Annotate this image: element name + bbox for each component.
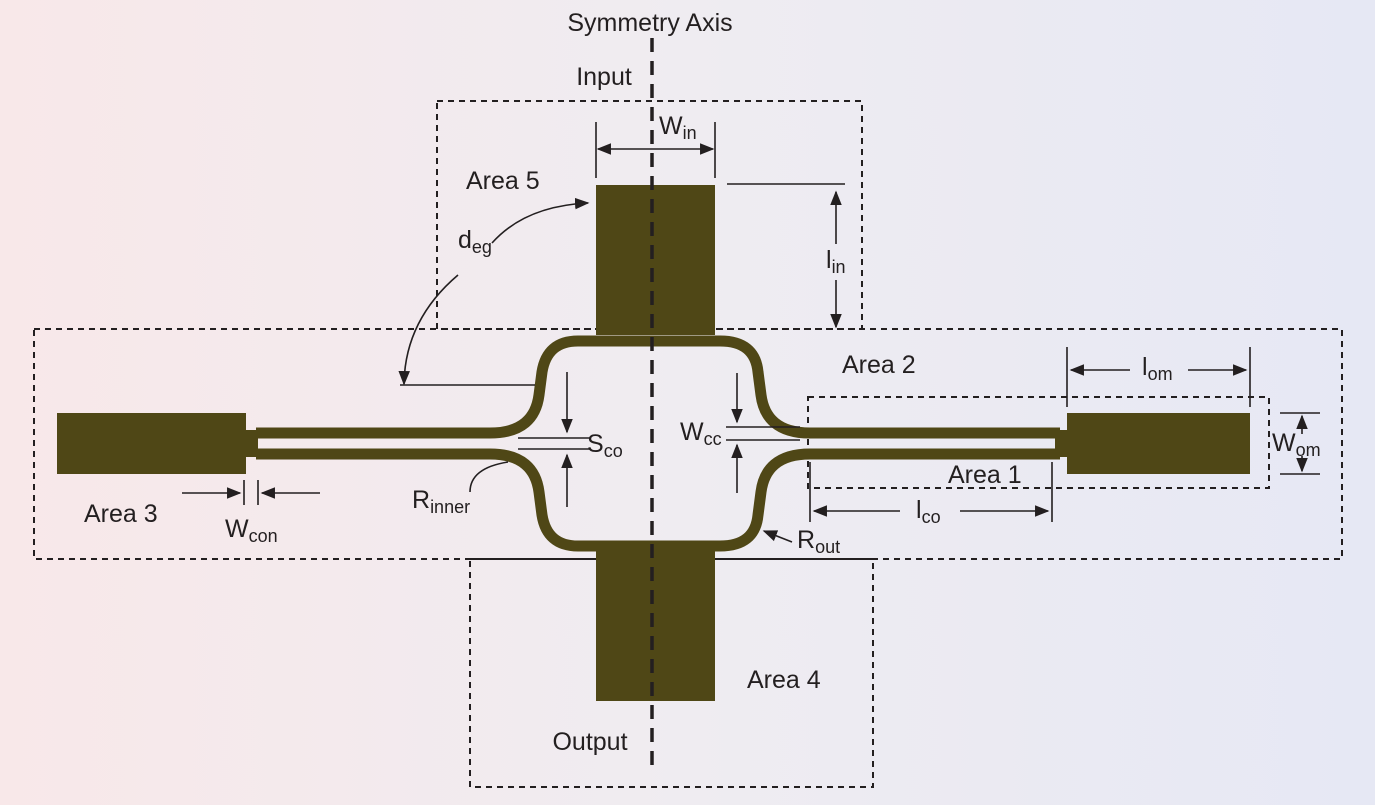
left-pad: [57, 413, 246, 474]
symmetry-axis-label: Symmetry Axis: [567, 9, 732, 37]
left-connector: [244, 430, 258, 457]
lower-waveguide: [256, 448, 1060, 552]
input-label: Input: [576, 63, 632, 91]
right-pad: [1067, 413, 1250, 474]
area4-label: Area 4: [747, 666, 821, 694]
input-pad: [596, 185, 715, 335]
l-co-label: lco: [916, 496, 941, 527]
upper-waveguide: [256, 335, 1060, 439]
area5-box: [436, 100, 863, 330]
s-co-label: Sco: [587, 430, 623, 461]
d-eg-label: deg: [458, 226, 492, 257]
output-pad: [596, 550, 715, 701]
output-label: Output: [552, 728, 627, 756]
r-inner-label: Rinner: [412, 486, 470, 517]
r-out-label: Rout: [797, 526, 840, 557]
w-cc-label: Wcc: [680, 418, 722, 449]
area3-label: Area 3: [84, 500, 158, 528]
w-con-label: Wcon: [225, 515, 278, 546]
area1-box: [807, 396, 1270, 489]
r-out-arrow: [762, 530, 793, 543]
l-om-label: lom: [1142, 353, 1173, 384]
area5-label: Area 5: [466, 167, 540, 195]
w-in-label: Win: [659, 112, 697, 143]
l-in-label: lin: [826, 246, 846, 277]
d-eg-arc-to-pad: [491, 197, 590, 244]
area1-label: Area 1: [948, 461, 1022, 489]
w-om-label: Wom: [1272, 429, 1321, 460]
r-inner-leader: [469, 461, 509, 493]
area2-label: Area 2: [842, 351, 916, 379]
d-eg-arc-to-guide: [398, 274, 459, 386]
